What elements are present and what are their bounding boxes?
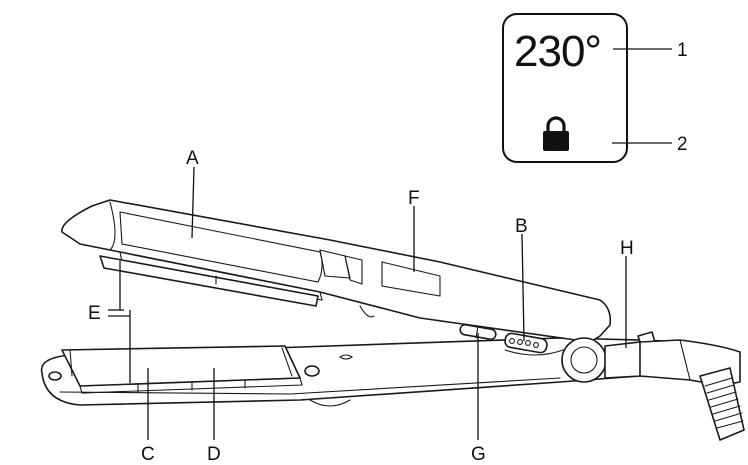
label-C: C bbox=[141, 444, 155, 465]
callout-1: 1 bbox=[677, 40, 688, 61]
label-F: F bbox=[408, 188, 420, 209]
label-H: H bbox=[620, 238, 634, 259]
label-D: D bbox=[207, 444, 221, 465]
display-temperature: 230° bbox=[514, 27, 601, 76]
part-labels: A F B H E C D G bbox=[88, 148, 634, 465]
label-G: G bbox=[471, 444, 486, 465]
callout-2: 2 bbox=[677, 134, 688, 155]
lower-plate bbox=[61, 345, 303, 394]
button-group bbox=[459, 323, 564, 356]
display-frame bbox=[502, 13, 628, 163]
hinge-dial bbox=[561, 331, 657, 383]
lock-icon bbox=[543, 116, 569, 151]
upper-plate bbox=[99, 255, 319, 307]
display-inset: 230° 1 2 bbox=[502, 13, 688, 163]
label-E: E bbox=[88, 303, 101, 324]
label-B: B bbox=[515, 216, 528, 237]
cord-strain-relief bbox=[704, 377, 744, 429]
leader-lines bbox=[108, 166, 627, 440]
label-A: A bbox=[186, 148, 199, 169]
cord-handle bbox=[639, 339, 745, 441]
